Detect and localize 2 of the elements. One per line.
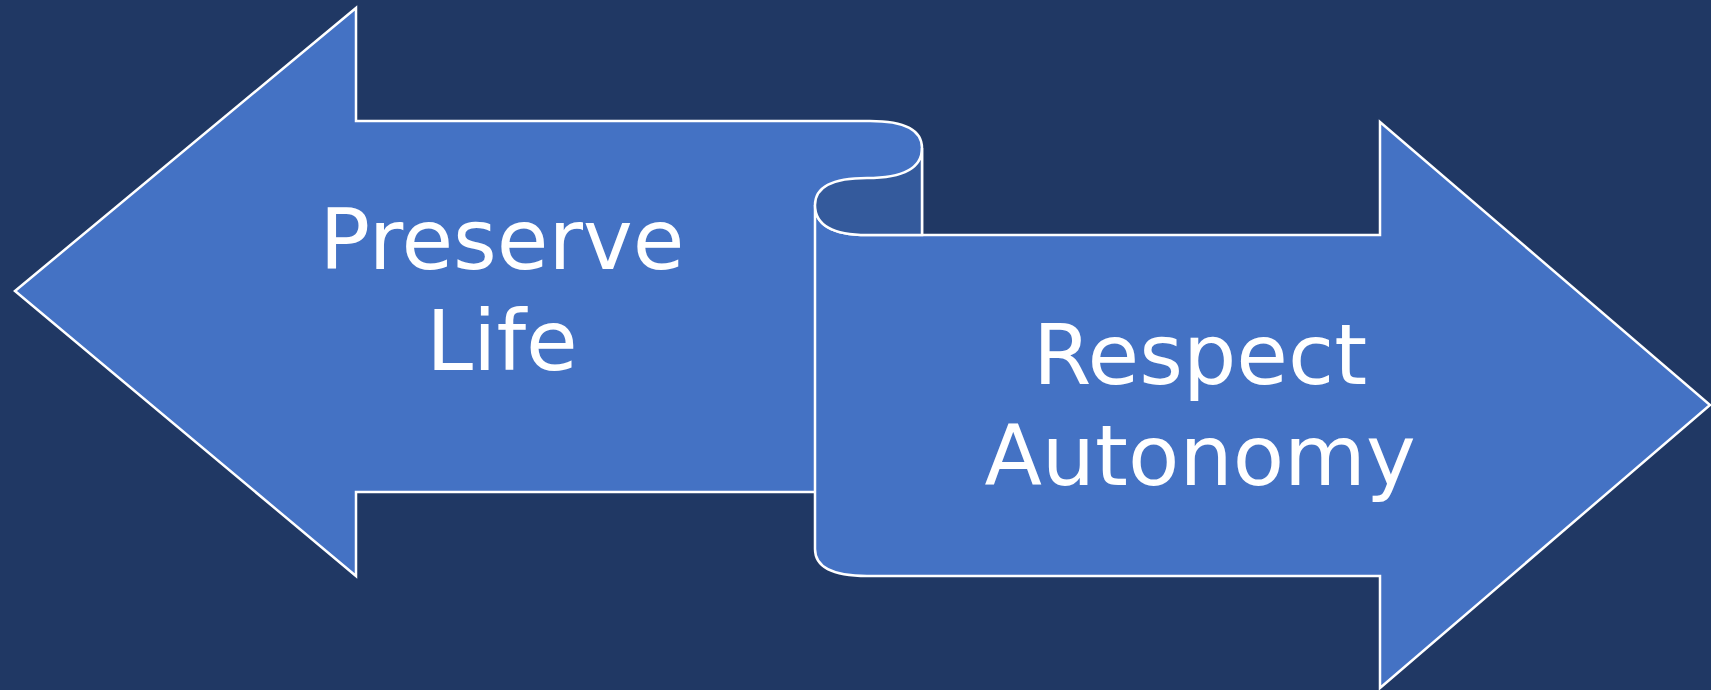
arrow-label: Preserve Life [318,190,686,392]
arrow-label: Respect Autonomy [983,305,1417,507]
